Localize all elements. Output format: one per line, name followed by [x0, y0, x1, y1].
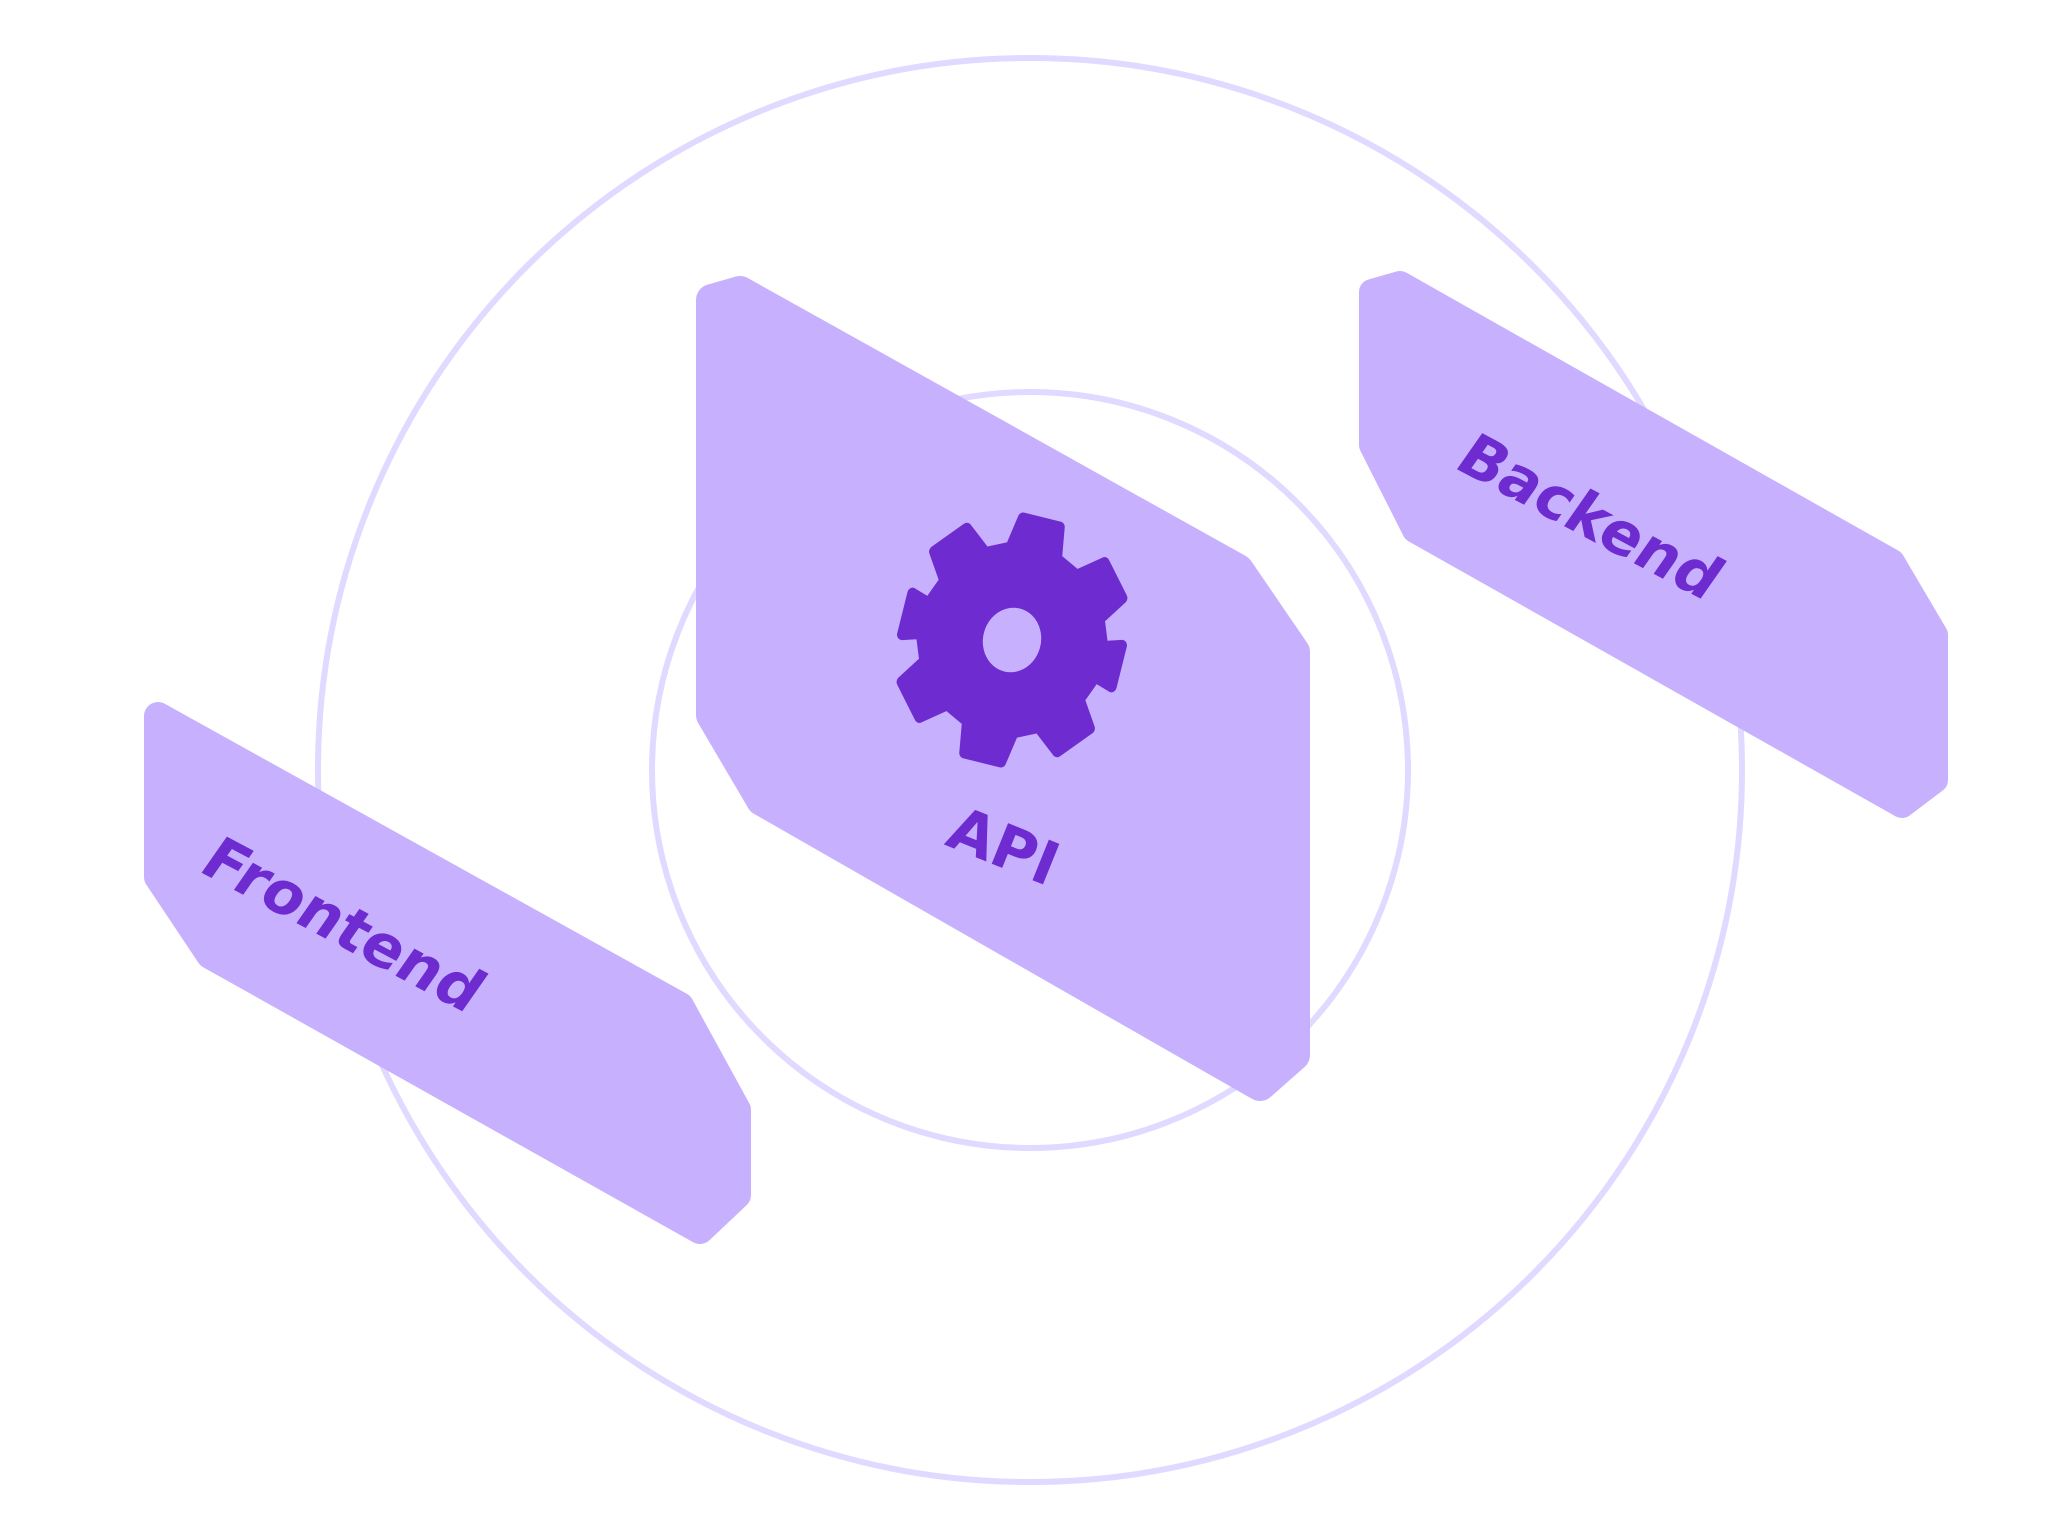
outer-ring — [315, 55, 1745, 1485]
gear-icon — [896, 512, 1128, 768]
backend-card: Backend — [1359, 271, 1948, 818]
api-card: API — [696, 276, 1310, 1101]
inner-ring — [649, 389, 1411, 1151]
